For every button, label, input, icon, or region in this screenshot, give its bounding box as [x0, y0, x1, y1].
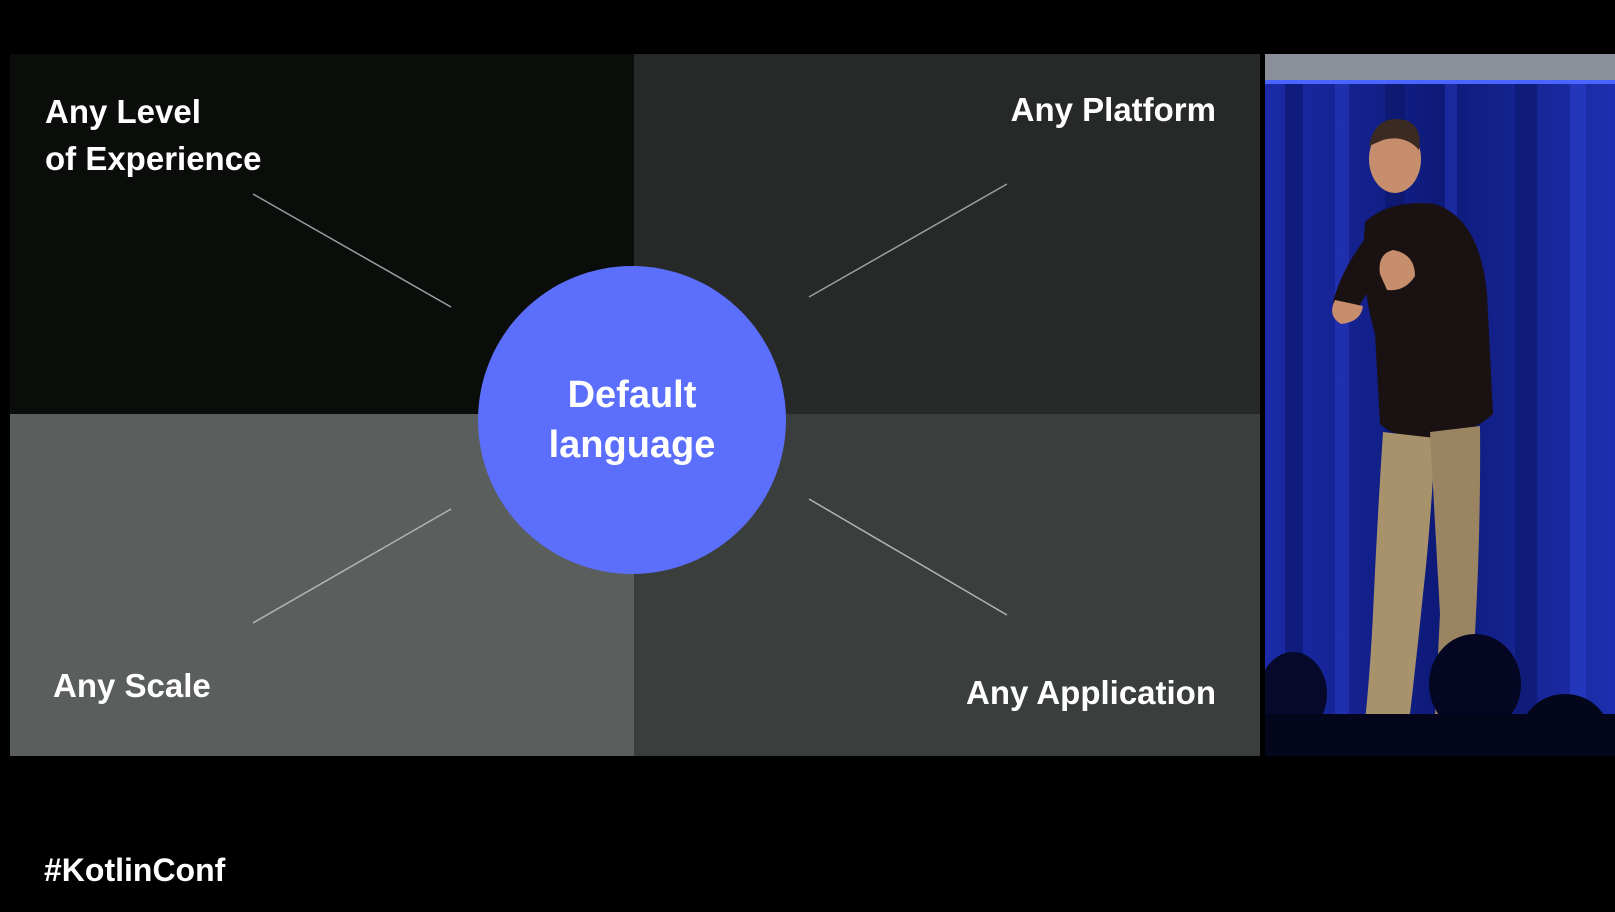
center-label-line2: language [548, 424, 716, 466]
center-circle-default-language: Default language [478, 266, 786, 574]
connector-line-top-left [252, 193, 452, 308]
slide: Any Level of Experience Any Platform Any… [10, 54, 1260, 756]
connector-lines [252, 183, 1008, 624]
center-label-line1: Default [567, 374, 697, 416]
label-any-application: Any Application [966, 674, 1216, 711]
label-any-platform: Any Platform [1010, 91, 1216, 128]
speaker-video-image [1265, 54, 1615, 756]
label-any-scale: Any Scale [53, 667, 211, 704]
hashtag-footer: #KotlinConf [44, 852, 226, 888]
connector-line-bottom-right [808, 498, 1008, 616]
label-experience-line2: of Experience [45, 140, 262, 177]
connector-line-top-right [808, 183, 1008, 298]
connector-line-bottom-left [252, 508, 452, 624]
speaker-video-panel [1265, 54, 1615, 756]
label-any-level-of-experience: Any Level of Experience [45, 88, 261, 182]
label-experience-line1: Any Level [45, 93, 201, 130]
